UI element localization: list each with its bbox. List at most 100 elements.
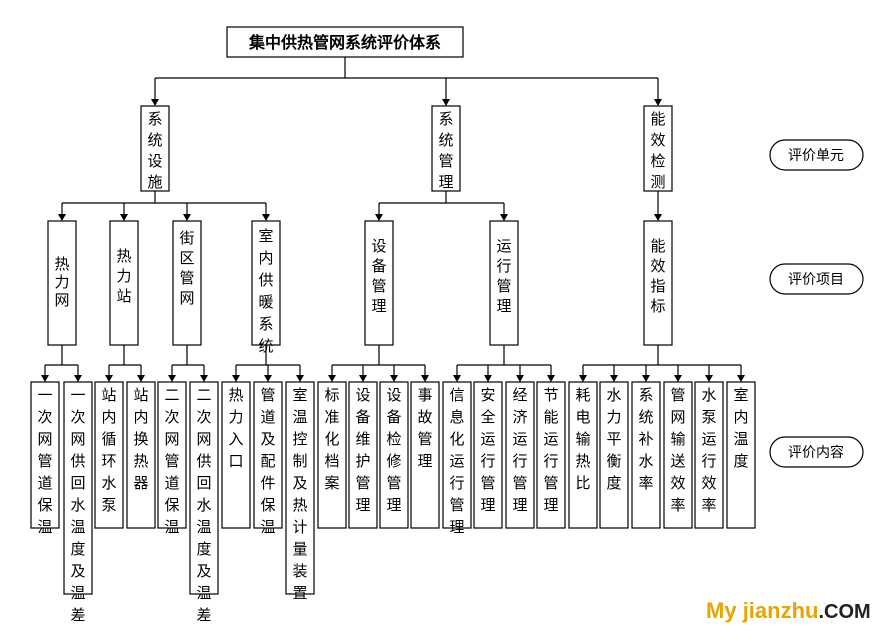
content-17: 节能运行管理 bbox=[536, 381, 566, 529]
unit-3: 能效检测 bbox=[643, 105, 673, 192]
content-8-label: 管道及配件保温 bbox=[260, 386, 275, 536]
content-2-label: 一次网供回水温度及温差 bbox=[70, 386, 85, 624]
content-16-label: 经济运行管理 bbox=[512, 386, 527, 514]
content-21-label: 管网输送效率 bbox=[670, 386, 685, 514]
project-arrow-1 bbox=[58, 214, 66, 221]
project-7: 能效指标 bbox=[643, 220, 673, 346]
content-16: 经济运行管理 bbox=[505, 381, 535, 529]
content-arrow-19 bbox=[610, 375, 618, 382]
project-3-frame bbox=[172, 220, 202, 346]
content-14-frame bbox=[442, 381, 472, 529]
project-arrow-6 bbox=[500, 214, 508, 221]
content-arrow-3 bbox=[105, 375, 113, 382]
content-15: 安全运行管理 bbox=[473, 381, 503, 529]
watermark-com: .COM bbox=[818, 601, 871, 623]
content-arrow-23 bbox=[737, 375, 745, 382]
content-12-label: 设备检修管理 bbox=[386, 386, 401, 514]
side-label-3-text: 评价内容 bbox=[788, 444, 844, 461]
content-11-frame bbox=[348, 381, 378, 529]
content-22-label: 水泵运行效率 bbox=[701, 386, 716, 514]
content-22-frame bbox=[694, 381, 724, 529]
content-4-label: 站内换热器 bbox=[133, 386, 148, 492]
content-arrow-13 bbox=[421, 375, 429, 382]
project-6-frame bbox=[489, 220, 519, 346]
project-2-label: 热力站 bbox=[116, 247, 131, 305]
site-watermark: My jianzhu.COM bbox=[706, 598, 871, 624]
content-11: 设备维护管理 bbox=[348, 381, 378, 529]
content-1-label: 一次网管道保温 bbox=[37, 386, 52, 536]
project-5-label: 设备管理 bbox=[371, 237, 386, 315]
watermark-jianzhu: jianzhu bbox=[742, 598, 819, 623]
content-arrow-9 bbox=[296, 375, 304, 382]
root-node-label: 集中供热管网系统评价体系 bbox=[248, 33, 441, 52]
content-13-frame bbox=[410, 381, 440, 529]
content-23-label: 室内温度 bbox=[733, 386, 748, 470]
content-arrow-10 bbox=[328, 375, 336, 382]
content-arrow-20 bbox=[642, 375, 650, 382]
content-5-frame bbox=[157, 381, 187, 529]
content-arrow-12 bbox=[390, 375, 398, 382]
project-6-label: 运行管理 bbox=[496, 237, 511, 315]
content-14: 信息化运行管理 bbox=[442, 381, 472, 536]
unit-2-label: 系统管理 bbox=[438, 110, 453, 191]
content-21-frame bbox=[663, 381, 693, 529]
watermark-my: My bbox=[706, 598, 743, 623]
unit-3-label: 能效检测 bbox=[650, 110, 665, 191]
content-2-frame bbox=[63, 381, 93, 595]
side-label-2-frame bbox=[769, 263, 864, 295]
content-7: 热力入口 bbox=[221, 381, 251, 529]
side-label-2: 评价项目 bbox=[769, 263, 864, 295]
side-label-2-text: 评价项目 bbox=[788, 272, 844, 288]
content-15-frame bbox=[473, 381, 503, 529]
content-6-label: 二次网供回水温度及温差 bbox=[196, 386, 211, 624]
project-7-label: 能效指标 bbox=[650, 237, 665, 315]
project-2: 热力站 bbox=[109, 220, 139, 346]
unit-arrow-3 bbox=[654, 99, 662, 106]
content-arrow-8 bbox=[264, 375, 272, 382]
content-arrow-1 bbox=[41, 375, 49, 382]
content-21: 管网输送效率 bbox=[663, 381, 693, 529]
content-9-frame bbox=[285, 381, 315, 595]
project-1: 热力网 bbox=[47, 220, 77, 346]
content-15-label: 安全运行管理 bbox=[480, 386, 495, 514]
project-3: 街区管网 bbox=[172, 220, 202, 346]
content-4: 站内换热器 bbox=[126, 381, 156, 529]
content-1-frame bbox=[30, 381, 60, 529]
content-19-frame bbox=[599, 381, 629, 529]
content-2: 一次网供回水温度及温差 bbox=[63, 381, 93, 624]
content-5-label: 二次网管道保温 bbox=[164, 386, 179, 536]
content-arrow-2 bbox=[74, 375, 82, 382]
content-16-frame bbox=[505, 381, 535, 529]
project-5-frame bbox=[364, 220, 394, 346]
content-10-frame bbox=[317, 381, 347, 529]
project-6: 运行管理 bbox=[489, 220, 519, 346]
root-node: 集中供热管网系统评价体系 bbox=[226, 26, 464, 58]
content-20-frame bbox=[631, 381, 661, 529]
content-20: 系统补水率 bbox=[631, 381, 661, 529]
project-3-label: 街区管网 bbox=[179, 229, 194, 307]
content-23: 室内温度 bbox=[726, 381, 756, 529]
content-10-label: 标准化档案 bbox=[324, 386, 339, 492]
content-19: 水力平衡度 bbox=[599, 381, 629, 529]
content-11-label: 设备维护管理 bbox=[355, 386, 370, 514]
project-arrow-5 bbox=[375, 214, 383, 221]
project-1-label: 热力网 bbox=[54, 255, 69, 309]
side-label-1-text: 评价单元 bbox=[788, 148, 844, 164]
content-22: 水泵运行效率 bbox=[694, 381, 724, 529]
content-14-label: 信息化运行管理 bbox=[449, 386, 464, 536]
side-label-1: 评价单元 bbox=[769, 139, 864, 171]
project-2-frame bbox=[109, 220, 139, 346]
unit-1-label: 系统设施 bbox=[147, 110, 162, 191]
content-18: 耗电输热比 bbox=[568, 381, 598, 529]
content-arrow-21 bbox=[674, 375, 682, 382]
project-5: 设备管理 bbox=[364, 220, 394, 346]
unit-1: 系统设施 bbox=[140, 105, 170, 192]
unit-2: 系统管理 bbox=[431, 105, 461, 192]
content-23-frame bbox=[726, 381, 756, 529]
project-1-frame bbox=[47, 220, 77, 346]
content-12: 设备检修管理 bbox=[379, 381, 409, 529]
project-arrow-3 bbox=[183, 214, 191, 221]
side-label-3: 评价内容 bbox=[769, 436, 864, 468]
content-13-label: 事故管理 bbox=[417, 386, 432, 470]
